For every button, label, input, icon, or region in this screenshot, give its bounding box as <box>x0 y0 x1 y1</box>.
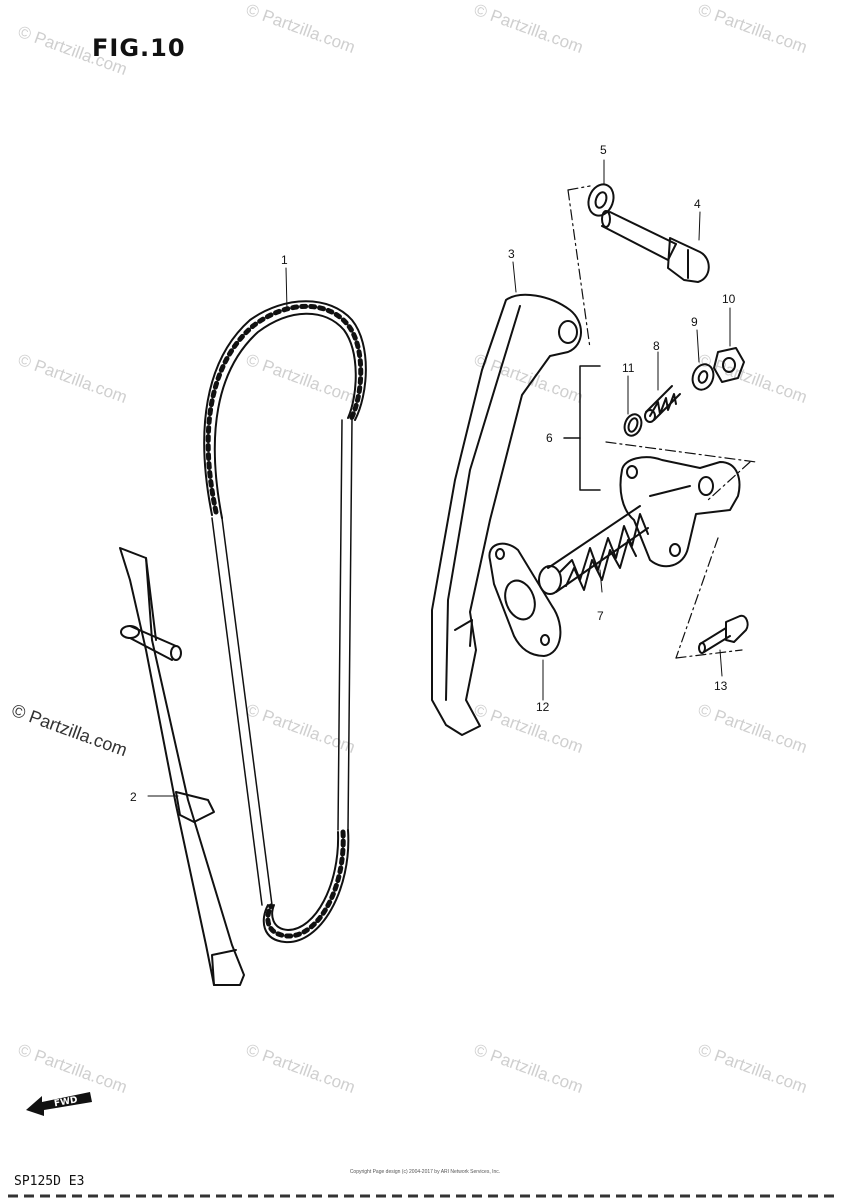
callout-4: 4 <box>694 197 701 211</box>
small-bolt <box>698 614 749 654</box>
washer-5 <box>587 183 615 217</box>
figure-title: FIG.10 <box>92 34 186 62</box>
callout-1: 1 <box>281 253 288 267</box>
callout-13: 13 <box>714 679 728 693</box>
group-bracket <box>563 365 601 491</box>
callout-11: 11 <box>622 361 635 375</box>
tensioner-arm <box>431 293 582 736</box>
forward-arrow-icon: FWD <box>26 1092 92 1116</box>
bolt <box>601 210 710 283</box>
callout-2: 2 <box>130 790 137 804</box>
callout-12: 12 <box>536 700 550 714</box>
o-ring <box>623 413 643 437</box>
callout-6: 6 <box>546 431 553 445</box>
alignment-lines <box>567 185 757 659</box>
gasket <box>488 542 562 657</box>
washer-9 <box>691 363 715 391</box>
nut <box>713 347 745 383</box>
small-spring <box>644 385 681 423</box>
callout-7: 7 <box>597 609 604 623</box>
callout-3: 3 <box>508 247 515 261</box>
callout-10: 10 <box>722 292 736 306</box>
callout-5: 5 <box>600 143 607 157</box>
callout-8: 8 <box>653 339 660 353</box>
push-rod-spring <box>538 505 649 595</box>
chain-guide <box>119 547 245 986</box>
callout-9: 9 <box>691 315 698 329</box>
callout-numbers: 1 2 3 4 5 6 7 8 9 10 11 12 13 <box>130 143 736 804</box>
cam-chain <box>203 300 367 944</box>
model-code: SP125D E3 <box>14 1174 85 1189</box>
leader-lines <box>147 159 731 797</box>
tensioner-body <box>619 456 741 568</box>
copyright-notice: Copyright Page design (c) 2004-2017 by A… <box>349 1169 501 1175</box>
forward-arrow-label: FWD <box>53 1095 78 1109</box>
